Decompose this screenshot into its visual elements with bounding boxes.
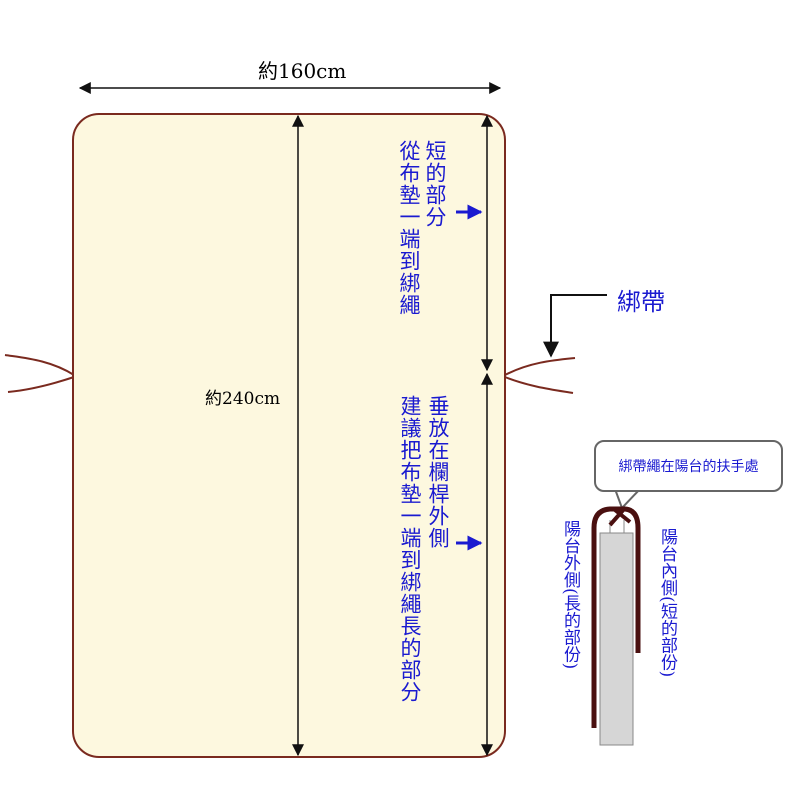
mat xyxy=(72,113,506,758)
tie-label: 綁帶 xyxy=(617,288,665,316)
long-part-line2: 建議把布墊一端到綁繩長的部分 xyxy=(398,395,422,703)
callout-bubble: 綁帶繩在陽台的扶手處 xyxy=(594,440,783,492)
outside-label: 陽台外側(長的部份) xyxy=(560,520,580,670)
length-label: 約240cm xyxy=(205,389,281,409)
tie-pointer xyxy=(543,294,607,358)
short-part-line1: 短的部分 xyxy=(423,140,447,228)
width-label: 約160cm xyxy=(258,59,347,83)
right-tie xyxy=(504,357,576,394)
strap xyxy=(591,506,641,728)
callout-text: 綁帶繩在陽台的扶手處 xyxy=(618,459,759,475)
inside-label: 陽台內側(短的部份) xyxy=(657,528,677,678)
short-part-line2: 從布墊一端到綁繩 xyxy=(397,140,421,316)
long-part-line1: 垂放在欄桿外側 xyxy=(426,395,450,549)
left-tie xyxy=(4,354,75,393)
railing xyxy=(599,532,634,746)
